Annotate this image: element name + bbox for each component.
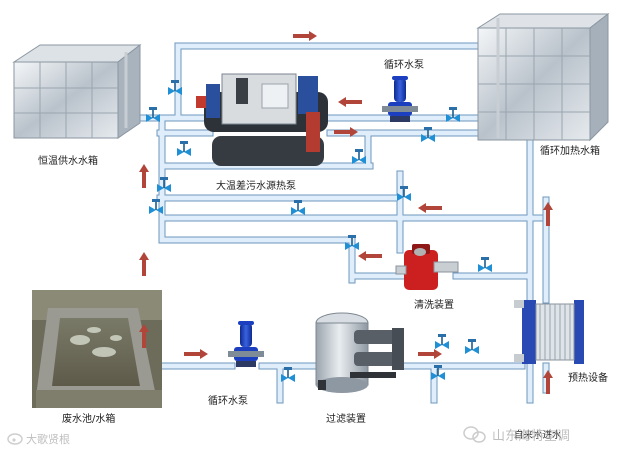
pump-icon	[228, 321, 264, 367]
watermark-left: 大歌贤根	[26, 433, 70, 446]
valve-icon	[352, 149, 366, 164]
label-filter-device: 过滤装置	[326, 414, 366, 425]
label-tap-water-inlet: 自来水进水	[514, 430, 562, 441]
flow-arrow-icon	[334, 127, 358, 137]
valve-icon	[478, 257, 492, 272]
cleaning-device	[395, 244, 459, 290]
filter-device	[315, 312, 404, 393]
constant-temperature-tank	[12, 43, 142, 139]
valve-icon	[157, 177, 171, 192]
valve-icon	[177, 141, 191, 156]
valve-icon	[149, 199, 163, 214]
valve-icon	[431, 365, 445, 380]
flow-arrow-icon	[418, 349, 442, 359]
flow-arrow-icon	[139, 252, 149, 276]
valve-icon	[397, 186, 411, 201]
flow-arrow-icon	[543, 202, 553, 226]
preheat-exchanger	[514, 300, 584, 364]
valve-icon	[435, 334, 449, 349]
valve-icon	[291, 200, 305, 215]
valve-icon	[421, 127, 435, 142]
label-heat-pump: 大温差污水源热泵	[216, 181, 296, 192]
weibo-icon	[7, 433, 23, 445]
flow-arrow-icon	[184, 349, 208, 359]
valve-icon	[146, 107, 160, 122]
circulating-heating-tank	[476, 12, 610, 142]
heat-pump-unit	[196, 73, 328, 166]
watermark-right: 山东海特空调	[492, 429, 571, 444]
label-preheat-equipment: 预热设备	[568, 373, 608, 384]
valve-icon	[465, 339, 479, 354]
flow-arrow-icon	[543, 370, 553, 394]
valve-icon	[345, 235, 359, 250]
flow-arrow-icon	[293, 31, 317, 41]
label-circulating-pump-top: 循环水泵	[384, 60, 424, 71]
valve-icon	[446, 107, 460, 122]
pump-icon	[382, 76, 418, 122]
wastewater-pool	[32, 290, 162, 408]
label-constant-temperature-tank: 恒温供水水箱	[38, 156, 98, 167]
valve-icon	[281, 367, 295, 382]
flow-arrow-icon	[139, 324, 149, 348]
wechat-icon	[463, 426, 486, 443]
label-cleaning-device: 清洗装置	[414, 300, 454, 311]
valve-icon	[168, 80, 182, 95]
label-circulating-pump-bottom: 循环水泵	[208, 396, 248, 407]
flow-arrow-icon	[338, 97, 362, 107]
label-wastewater-pool: 废水池/水箱	[62, 414, 116, 425]
label-circulating-heating-tank: 循环加热水箱	[540, 146, 600, 157]
flow-arrow-icon	[418, 203, 442, 213]
flow-arrow-icon	[358, 251, 382, 261]
flow-arrow-icon	[139, 164, 149, 188]
